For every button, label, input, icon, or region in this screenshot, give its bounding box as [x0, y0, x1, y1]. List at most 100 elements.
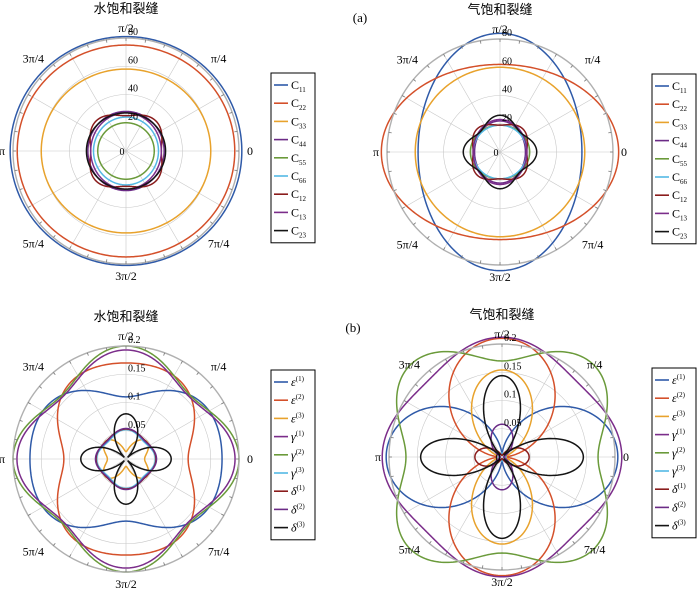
angle-tick-mark: [234, 438, 238, 441]
legend-entry: δ(1): [672, 482, 686, 496]
polar-plot-water-stiffness: 水饱和裂缝0204060800π/4π/23π/4π5π/43π/27π/4C1…: [0, 1, 316, 283]
angle-label: 0: [621, 145, 627, 159]
angle-tick-mark: [395, 417, 399, 420]
angle-tick-mark: [27, 513, 31, 516]
legend-entry: ε(1): [672, 373, 686, 387]
angle-tick-mark: [39, 529, 42, 532]
legend-entry: γ(3): [672, 464, 686, 478]
angle-tick-mark: [163, 352, 166, 356]
angle-tick-mark: [388, 170, 392, 173]
angle-tick-mark: [19, 419, 23, 422]
legend-entry: C22: [291, 96, 307, 112]
angle-tick-mark: [210, 529, 213, 532]
legend-entry: γ(1): [672, 428, 686, 442]
angle-tick-mark: [69, 360, 72, 364]
plot-title: 水饱和裂缝: [93, 309, 158, 324]
angle-tick-mark: [556, 552, 559, 556]
angle-tick-mark: [595, 95, 599, 98]
series-curve-8: [80, 413, 172, 505]
angle-tick-mark: [39, 78, 42, 81]
angle-tick-mark: [537, 45, 540, 49]
polar-plot-water-anisotropy: 水饱和裂缝0.050.10.150.20π/4π/23π/4π5π/43π/27…: [0, 309, 316, 589]
angle-tick-mark: [445, 358, 448, 362]
angle-tick-mark: [144, 259, 147, 263]
angle-tick-mark: [19, 496, 23, 499]
angle-tick-mark: [554, 53, 557, 57]
angle-tick-mark: [210, 386, 213, 389]
angle-tick-mark: [610, 436, 614, 439]
grid-spoke: [125, 94, 225, 152]
angle-tick-mark: [608, 131, 612, 134]
angle-tick-mark: [520, 345, 523, 349]
angle-tick-mark: [554, 247, 557, 251]
angle-tick-mark: [221, 513, 225, 516]
angle-tick-mark: [443, 53, 446, 57]
angle-tick-mark: [221, 402, 225, 405]
legend-entry: C23: [672, 225, 688, 241]
angle-label: 0: [247, 144, 253, 158]
legend-entry: ε(3): [672, 409, 686, 423]
legend-entry: γ(1): [291, 430, 305, 444]
angle-tick-mark: [234, 477, 238, 480]
legend-entry: δ(3): [672, 519, 686, 533]
angle-label: π: [373, 145, 379, 159]
legend-entry: γ(3): [291, 466, 305, 480]
grid-spoke: [69, 150, 127, 250]
angle-tick-mark: [14, 169, 18, 172]
angle-tick-mark: [86, 44, 89, 48]
panel-label-b: (b): [345, 320, 360, 335]
angle-tick-mark: [479, 40, 482, 44]
angle-tick-mark: [395, 494, 399, 497]
polar-plot-gas-anisotropy: 气饱和裂缝00.050.10.150.20π/4π/23π/4π5π/43π/2…: [375, 307, 697, 589]
angle-tick-mark: [390, 475, 394, 478]
legend-entry: ε(3): [291, 411, 305, 425]
angle-tick-mark: [196, 235, 199, 238]
grid-spoke: [27, 150, 127, 208]
angle-tick-mark: [518, 260, 521, 264]
angle-tick-mark: [390, 436, 394, 439]
angle-tick-mark: [460, 45, 463, 49]
angle-tick-mark: [572, 370, 575, 373]
angle-tick-mark: [27, 94, 31, 97]
angle-tick-mark: [39, 221, 42, 224]
angle-tick-mark: [144, 567, 147, 571]
legend-entry: C55: [672, 152, 688, 168]
series-curve-4: [395, 350, 609, 564]
series-curve-3: [16, 349, 236, 569]
angle-label: 3π/2: [115, 269, 136, 283]
angle-tick-mark: [462, 560, 465, 564]
series-curve-2: [40, 68, 212, 234]
angle-tick-mark: [229, 111, 233, 114]
series-curve-5: [92, 116, 160, 186]
grid-spoke: [125, 150, 225, 208]
angle-tick-mark: [105, 259, 108, 263]
radial-tick-label: 0.2: [128, 335, 141, 346]
angle-tick-mark: [39, 386, 42, 389]
angle-label: 3π/2: [489, 270, 510, 284]
angle-tick-mark: [229, 419, 233, 422]
legend-entry: ε(1): [291, 375, 305, 389]
angle-tick-mark: [69, 52, 72, 56]
angle-tick-mark: [462, 350, 465, 354]
angle-tick-mark: [180, 52, 183, 56]
legend-entry: ε(2): [672, 391, 686, 405]
radial-tick-label: 40: [502, 85, 512, 96]
grid-spoke: [445, 456, 503, 556]
series-curve-1: [16, 44, 236, 258]
angle-tick-mark: [403, 400, 407, 403]
angle-tick-mark: [105, 347, 108, 351]
series-curve-3: [381, 336, 623, 578]
grid-spoke: [27, 94, 127, 152]
grid-spoke: [125, 150, 183, 250]
angle-tick-mark: [234, 169, 238, 172]
plot-title: 气饱和裂缝: [469, 307, 534, 322]
angle-label: 7π/4: [582, 238, 603, 252]
legend-entry: γ(2): [291, 448, 305, 462]
legend-entry: γ(2): [672, 446, 686, 460]
angle-label: π: [0, 144, 5, 158]
series-curve-4: [97, 122, 155, 180]
angle-tick-mark: [401, 95, 405, 98]
legend-entry: C22: [672, 97, 688, 113]
angle-label: 3π/4: [399, 357, 420, 371]
grid-spoke: [499, 151, 599, 209]
